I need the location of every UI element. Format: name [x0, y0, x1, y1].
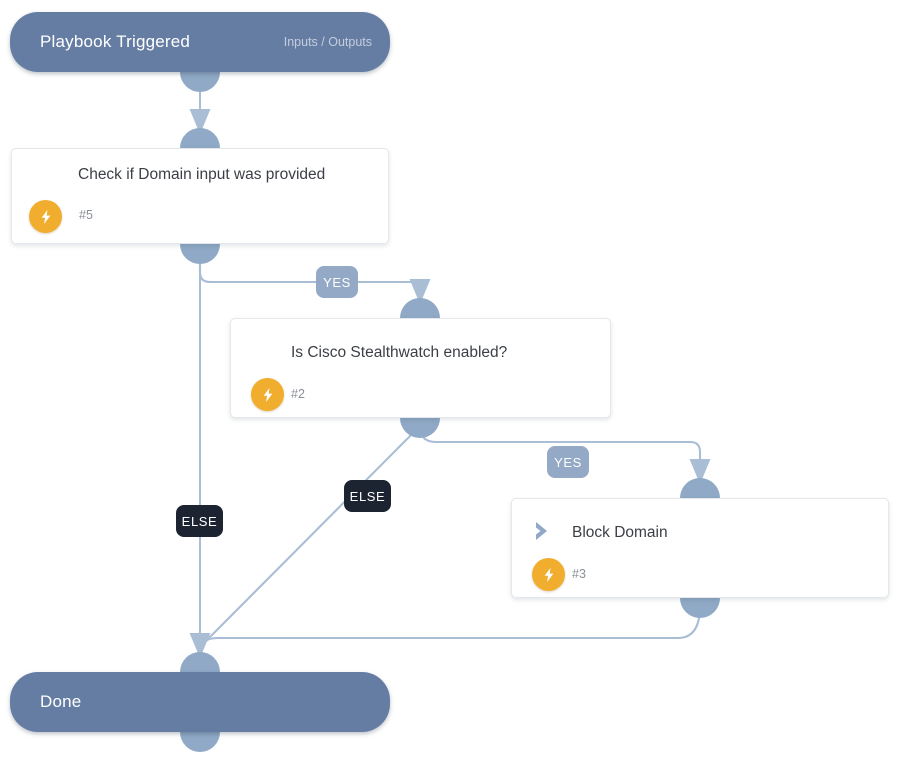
diamond-icon: [251, 336, 283, 368]
edge-node5-yes-to-node2: [198, 252, 431, 305]
port-node2-bottom: [400, 418, 440, 438]
node-id-label: #2: [291, 387, 305, 401]
node-title: Block Domain: [572, 524, 668, 541]
edge-label-yes-node5[interactable]: YES: [316, 266, 358, 298]
node-id-label: #5: [79, 208, 93, 222]
edge-label-else-node2[interactable]: ELSE: [344, 480, 391, 512]
playbook-done-title: Done: [40, 692, 82, 711]
edge-node2-else-to-done: [198, 425, 421, 656]
check-domain-input-node[interactable]: Check if Domain input was provided #5: [11, 148, 389, 244]
playbook-trigger-subtitle[interactable]: Inputs / Outputs: [283, 35, 372, 49]
edge-node3-to-done: [198, 605, 702, 653]
node-title: Is Cisco Stealthwatch enabled?: [291, 344, 508, 361]
node-id-label: #3: [572, 567, 586, 581]
port-node5-bottom: [180, 244, 220, 264]
port-trigger-bottom: [180, 72, 220, 92]
chevron-right-icon: [528, 515, 560, 547]
lightning-bolt-badge-icon: [532, 558, 565, 591]
playbook-trigger-title: Playbook Triggered: [40, 32, 191, 51]
block-domain-node[interactable]: Block Domain #3: [511, 498, 889, 598]
is-cisco-stealthwatch-enabled-node[interactable]: Is Cisco Stealthwatch enabled? #2: [230, 318, 611, 418]
port-node3-top: [680, 478, 720, 498]
port-done-bottom: [180, 732, 220, 752]
lightning-bolt-badge-icon: [29, 200, 62, 233]
port-node5-top: [180, 128, 220, 148]
port-node3-bottom: [680, 598, 720, 618]
port-done-top: [180, 652, 220, 672]
edge-label-yes-node2[interactable]: YES: [547, 446, 589, 478]
lightning-bolt-badge-icon: [251, 378, 284, 411]
playbook-done-bar[interactable]: Done: [10, 672, 390, 732]
node-title: Check if Domain input was provided: [78, 166, 326, 183]
edge-label-else-node5[interactable]: ELSE: [176, 505, 223, 537]
playbook-trigger-bar[interactable]: Playbook Triggered Inputs / Outputs: [10, 12, 390, 72]
port-node2-top: [400, 298, 440, 318]
diamond-icon: [30, 164, 62, 196]
